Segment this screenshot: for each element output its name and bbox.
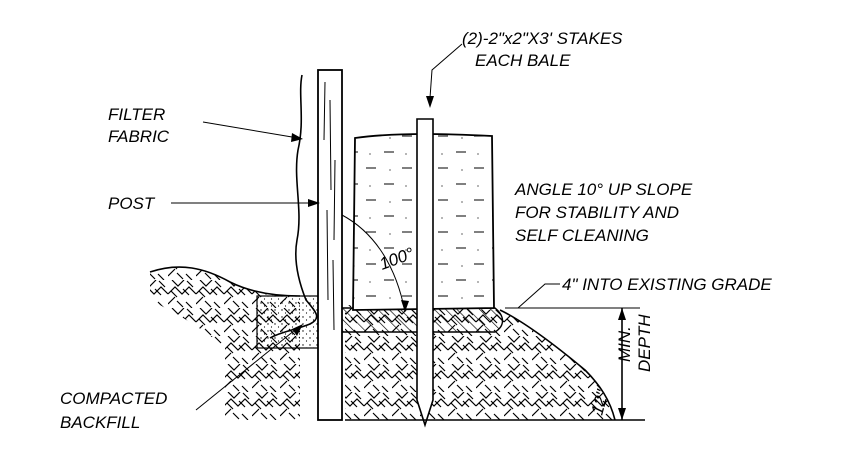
angle-note-line1: ANGLE 10° UP SLOPE bbox=[514, 180, 693, 199]
stake bbox=[416, 118, 434, 428]
depth-dimension bbox=[505, 307, 640, 420]
angle-arc bbox=[341, 214, 406, 313]
stakes-label-line2: EACH BALE bbox=[475, 51, 571, 70]
depth-min-label: MIN. bbox=[615, 326, 634, 362]
angle-note-line2: FOR STABILITY AND bbox=[515, 203, 679, 222]
filter-fabric-label-line1: FILTER bbox=[108, 105, 165, 124]
compacted-backfill bbox=[256, 295, 323, 349]
stakes-label-line1: (2)-2"x2"X3' STAKES bbox=[462, 29, 623, 48]
backfill-label-line2: BACKFILL bbox=[60, 413, 140, 432]
filter-fabric-label-line2: FABRIC bbox=[108, 127, 170, 146]
post bbox=[317, 69, 343, 421]
depth-word-label: DEPTH bbox=[635, 314, 654, 372]
post-label: POST bbox=[108, 194, 156, 213]
into-grade-label: 4" INTO EXISTING GRADE bbox=[562, 275, 772, 294]
backfill-label-line1: COMPACTED bbox=[60, 389, 167, 408]
leaders bbox=[171, 43, 560, 411]
angle-note-line3: SELF CLEANING bbox=[515, 226, 649, 245]
